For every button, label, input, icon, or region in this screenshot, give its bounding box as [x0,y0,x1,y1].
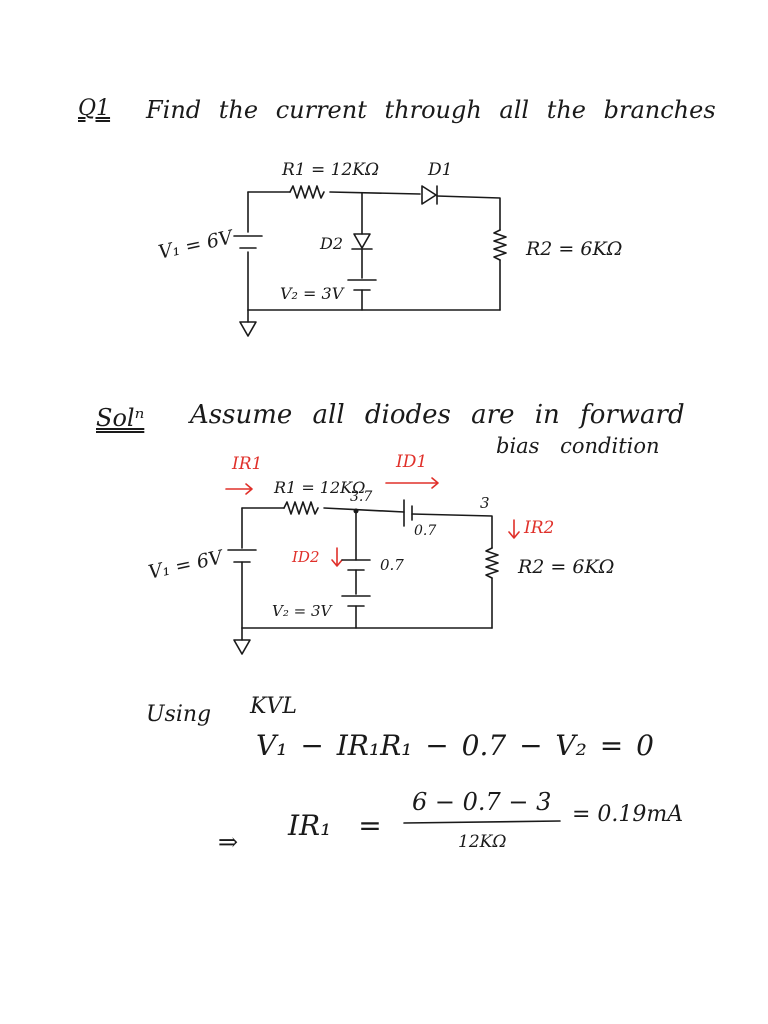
c2-v2-label: V₂ = 3V [272,602,332,620]
c2-ir2-label: IR2 [524,518,555,538]
c1-r2-label: R2 = 6KΩ [526,238,623,260]
c1-d1-label: D1 [428,160,453,180]
assume-line-1: Assume all diodes are in forward [190,400,685,430]
fraction-denominator: 12KΩ [458,832,507,852]
kvl-word: KVL [250,694,297,719]
assume-line-2: bias condition [496,434,660,458]
using-word: Using [146,702,212,727]
c2-ir1-label: IR1 [232,454,263,474]
c2-d2-drop: 0.7 [380,556,404,574]
fraction-numerator: 6 − 0.7 − 3 [412,788,552,816]
c1-d2-label: D2 [320,234,344,253]
c2-node-voltage: 3.7 [350,489,373,505]
question-text: Find the current through all the branche… [146,96,716,124]
c2-r1-label: R1 = 12KΩ [274,478,366,497]
c2-id2-label: ID2 [292,548,320,566]
result-value: = 0.19mA [572,802,684,827]
c1-v2-label: V₂ = 3V [280,284,344,303]
question-number: Q1 [78,96,111,121]
c2-r2-label: R2 = 6KΩ [518,556,615,578]
c2-right-node: 3 [480,494,490,512]
kvl-equation: V₁ − IR₁R₁ − 0.7 − V₂ = 0 [256,729,654,762]
solution-label: Solⁿ [96,404,145,432]
ir1-lhs: IR₁ = [288,809,382,842]
implies-symbol: ⇒ [218,828,239,856]
c2-d1-drop: 0.7 [414,523,437,539]
c2-id1-label: ID1 [396,452,428,472]
c1-r1-label: R1 = 12KΩ [282,160,380,180]
